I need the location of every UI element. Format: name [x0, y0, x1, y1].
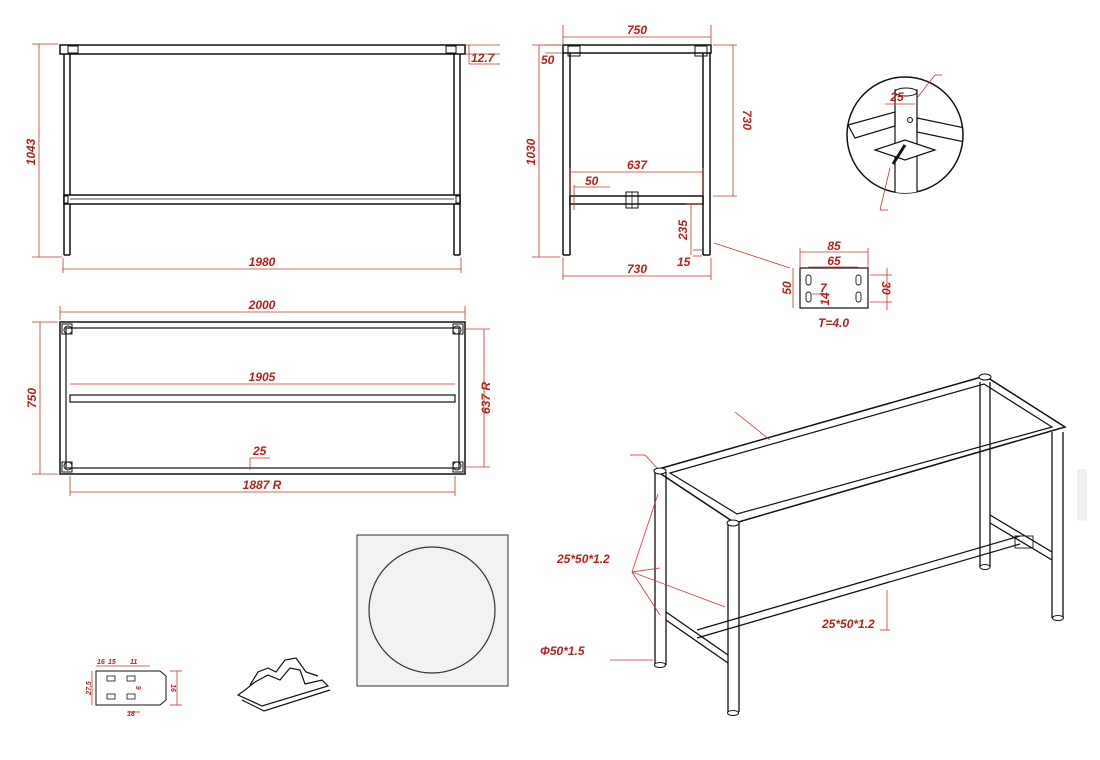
inner-depth-label: 637 R: [479, 382, 493, 414]
front-view: 1043 1980 12.7: [24, 43, 500, 273]
slot-gap-label: 14: [818, 292, 832, 306]
side-view: 750 50 1030 730 637 50 235 15: [524, 23, 791, 280]
leg-size-label: Φ50*1.5: [540, 644, 585, 658]
front-height-label: 1043: [24, 138, 38, 165]
rail-height-label: 235: [676, 220, 690, 241]
upper-height-label: 730: [740, 110, 754, 130]
top-thickness-label: 12.7: [471, 51, 496, 65]
rail-span-label: 637: [627, 158, 648, 172]
rail-offset-label: 50: [585, 174, 599, 188]
side-top-width-label: 750: [627, 23, 647, 37]
mounting-plate: 85 65 50 30 7 14 T=4.0: [780, 239, 893, 330]
plate-height-label: 50: [780, 281, 794, 295]
iso-view: 25*50*1.2 25*50*1.2 Φ50*1.5: [540, 373, 1067, 716]
plan-length-label: 2000: [248, 298, 276, 312]
plan-depth-label: 750: [25, 388, 39, 408]
slot-width-label: 7: [820, 281, 828, 295]
corner-detail: 25: [846, 74, 964, 211]
tube-a-label: 25*50*1.2: [556, 552, 610, 566]
small-dim-5: 6: [136, 686, 143, 690]
inner-length-label: 1905: [249, 370, 276, 384]
foot-height-label: 15: [677, 255, 691, 269]
small-dim-7: 18: [127, 711, 135, 718]
small-dim-4: 27.5: [86, 681, 93, 696]
side-height-label: 1030: [524, 138, 538, 165]
plate-thickness-label: T=4.0: [818, 316, 849, 330]
plan-view: 2000 750 1905 637 R 25 1887 R: [25, 298, 493, 496]
notched-plate: 16 15 11 27.5 6 16 18: [86, 659, 182, 718]
edge-fragment: [1077, 469, 1087, 521]
front-width-label: 1980: [249, 255, 276, 269]
small-dim-6: 16: [169, 684, 176, 692]
round-insert: [356, 534, 509, 687]
tube-b-label: 25*50*1.2: [821, 617, 875, 631]
small-dim-2: 15: [108, 659, 116, 666]
hole-spacing-label: 65: [827, 254, 841, 268]
small-dim-3: 11: [130, 659, 137, 666]
tube-size-label: 25: [889, 90, 904, 104]
base-length-label: 1887 R: [243, 478, 282, 492]
plate-width-label: 85: [827, 239, 841, 253]
rail-size-label: 25: [252, 444, 267, 458]
hole-height-label: 30: [879, 281, 893, 295]
side-bottom-width-label: 730: [627, 262, 647, 276]
small-dim-1: 16: [97, 659, 105, 666]
top-gap-label: 50: [541, 53, 555, 67]
bent-bracket: [236, 657, 331, 712]
